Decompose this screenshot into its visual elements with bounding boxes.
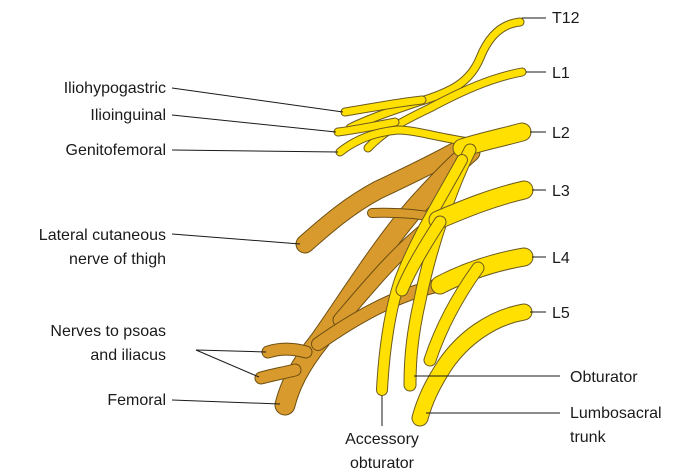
psoas-nerve-lower [261,370,295,378]
ilioinguinal-leader [172,115,336,132]
iliohypogastric-leader [172,88,343,112]
labels: T12 L1 L2 L3 L4 L5 Iliohypogastric Ilioi… [39,10,662,472]
psoas-leader-lower [196,350,259,377]
l4-label: L4 [552,250,570,267]
accessory-obturator-label-line2: obturator [350,455,415,472]
femoral-leader [172,400,280,404]
lumbosacral-label-line1: Lumbosacral [570,405,662,422]
genitofemoral-label: Genitofemoral [66,142,167,159]
lateral-cutaneous-label-line1: Lateral cutaneous [39,227,166,244]
l1-label: L1 [552,65,570,82]
l5-label: L5 [552,305,570,322]
obturator-label: Obturator [570,369,638,386]
t12-label: T12 [552,10,580,27]
iliohypogastric-label: Iliohypogastric [64,80,166,97]
lateral-cutaneous-leader [172,234,300,244]
psoas-label-line1: Nerves to psoas [50,323,166,340]
anterior-division-nerves [338,22,524,418]
ilioinguinal-label: Ilioinguinal [90,107,166,124]
lumbosacral-label-line2: trunk [570,429,607,446]
accessory-obturator-label-line1: Accessory [345,431,419,448]
l2-label: L2 [552,125,570,142]
psoas-nerve-upper [268,349,306,352]
genitofemoral-leader [172,150,338,152]
l3-label: L3 [552,183,570,200]
psoas-label-line2: and iliacus [90,347,166,364]
femoral-label: Femoral [107,392,166,409]
lateral-cutaneous-label-line2: nerve of thigh [69,251,166,268]
psoas-leader-upper [196,350,266,352]
